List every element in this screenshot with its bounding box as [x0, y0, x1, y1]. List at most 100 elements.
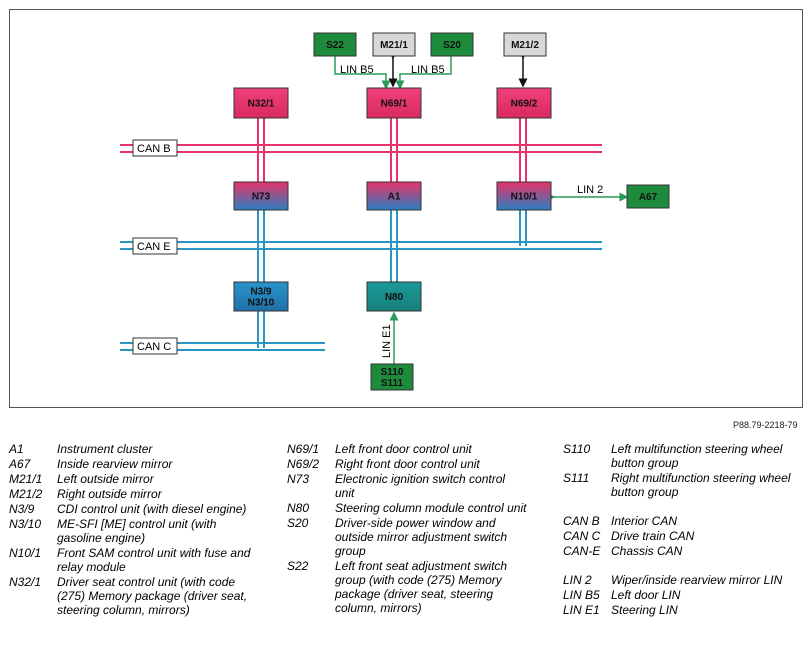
legend-code: S110	[563, 442, 591, 456]
module-box	[366, 281, 422, 312]
legend-code: S20	[287, 516, 309, 530]
legend-description: Driver-side power window and outside mir…	[335, 516, 508, 558]
lin-b5-right-label: LIN B5	[411, 64, 445, 76]
legend-code: N69/1	[287, 442, 320, 456]
module-box	[366, 87, 422, 119]
module-box	[233, 181, 289, 211]
module-label: A1	[388, 192, 401, 203]
module-label: N80	[385, 292, 404, 303]
pink-drops	[257, 118, 527, 182]
legend-code: LIN 2	[563, 573, 592, 587]
lin-2-label: LIN 2	[577, 184, 603, 196]
legend-item: S110 Left multifunction steering wheel bu…	[563, 442, 803, 470]
module-box	[233, 87, 289, 119]
module-n32-1: N32/1	[233, 87, 289, 119]
lin-e1-label: LIN E1	[381, 324, 393, 358]
module-a67: A67	[626, 184, 670, 209]
legend-code: S111	[563, 471, 590, 485]
legend-spacer	[563, 559, 803, 573]
legend-code: CAN-E	[563, 544, 601, 558]
module-box	[372, 32, 416, 57]
legend-code: N73	[287, 472, 310, 486]
legend-description: Left multifunction steering wheel button…	[611, 442, 783, 470]
can-c-label-box: CAN C	[132, 337, 178, 355]
module-label: N3/10	[248, 298, 275, 309]
legend-item: N10/1 Front SAM control unit with fuse an…	[9, 546, 264, 574]
module-m21-2: M21/2	[503, 32, 547, 57]
module-box	[626, 184, 670, 209]
lin-b5-links	[334, 56, 452, 90]
module-label: M21/1	[380, 40, 408, 51]
legend-item: LIN E1 Steering LIN	[563, 603, 803, 617]
module-n69-2: N69/2	[496, 87, 552, 119]
legend-item: M21/2 Right outside mirror	[9, 487, 264, 501]
legend-description: Driver seat control unit (with code (275…	[57, 575, 248, 617]
legend-code: N32/1	[9, 575, 42, 589]
legend-item: A67 Inside rearview mirror	[9, 457, 264, 471]
legend-description: Chassis CAN	[611, 544, 683, 558]
module-box	[503, 32, 547, 57]
module-m21-1: M21/1	[372, 32, 416, 57]
legend-code: A67	[9, 457, 31, 471]
module-box	[366, 181, 422, 211]
module-label: S22	[326, 40, 344, 51]
legend-column-3: S110 Left multifunction steering wheel bu…	[563, 442, 803, 618]
module-n80: N80	[366, 281, 422, 312]
mirror-links	[388, 50, 528, 88]
module-n73: N73	[233, 181, 289, 211]
legend-item: S20 Driver-side power window and outside …	[287, 516, 527, 558]
module-box	[430, 32, 474, 57]
can-e-label-box: CAN E	[132, 237, 178, 255]
figure-reference: P88.79-2218-79	[733, 420, 798, 430]
module-label: S20	[443, 40, 461, 51]
legend-code: S22	[287, 559, 309, 573]
legend-code: N10/1	[9, 546, 42, 560]
legend-description: Right outside mirror	[57, 487, 162, 501]
legend-description: Left front seat adjustment switch group …	[335, 559, 508, 615]
legend-description: Steering column module control unit	[335, 501, 527, 515]
module-label: N10/1	[511, 192, 538, 203]
can-e-label: CAN E	[137, 241, 171, 253]
legend-code: N69/2	[287, 457, 320, 471]
legend-item: S22 Left front seat adjustment switch gro…	[287, 559, 527, 615]
module-a1: A1	[366, 181, 422, 211]
legend-spacer	[563, 500, 803, 514]
legend-code: M21/2	[9, 487, 43, 501]
blue-drops	[257, 210, 527, 348]
can-c-label: CAN C	[137, 341, 171, 353]
module-label: S111	[381, 378, 404, 389]
can-e-bus	[120, 241, 602, 250]
legend-code: N3/10	[9, 517, 42, 531]
lin-b5-left-label: LIN B5	[340, 64, 374, 76]
legend-description: CDI control unit (with diesel engine)	[57, 502, 247, 516]
can-b-bus	[120, 144, 602, 153]
module-label: A67	[639, 192, 658, 203]
legend-description: Inside rearview mirror	[57, 457, 173, 471]
legend-description: Instrument cluster	[57, 442, 153, 456]
module-n10-1: N10/1	[496, 181, 552, 211]
legend-description: ME-SFI [ME] control unit (with gasoline …	[57, 517, 217, 545]
module-n69-1: N69/1	[366, 87, 422, 119]
legend-code: LIN E1	[563, 603, 600, 617]
can-b-label-box: CAN B	[132, 139, 178, 157]
legend-description: Front SAM control unit with fuse and rel…	[57, 546, 251, 574]
legend-description: Steering LIN	[611, 603, 678, 617]
legend-item: N3/10 ME-SFI [ME] control unit (with gaso…	[9, 517, 264, 545]
legend-item: N69/1 Left front door control unit	[287, 442, 527, 456]
module-s20: S20	[430, 32, 474, 57]
legend-description: Wiper/inside rearview mirror LIN	[611, 573, 783, 587]
module-label: N32/1	[248, 99, 275, 110]
legend-description: Left front door control unit	[335, 442, 472, 456]
legend-item: N32/1 Driver seat control unit (with code…	[9, 575, 264, 617]
legend-description: Interior CAN	[611, 514, 678, 528]
legend-description: Left outside mirror	[57, 472, 154, 486]
